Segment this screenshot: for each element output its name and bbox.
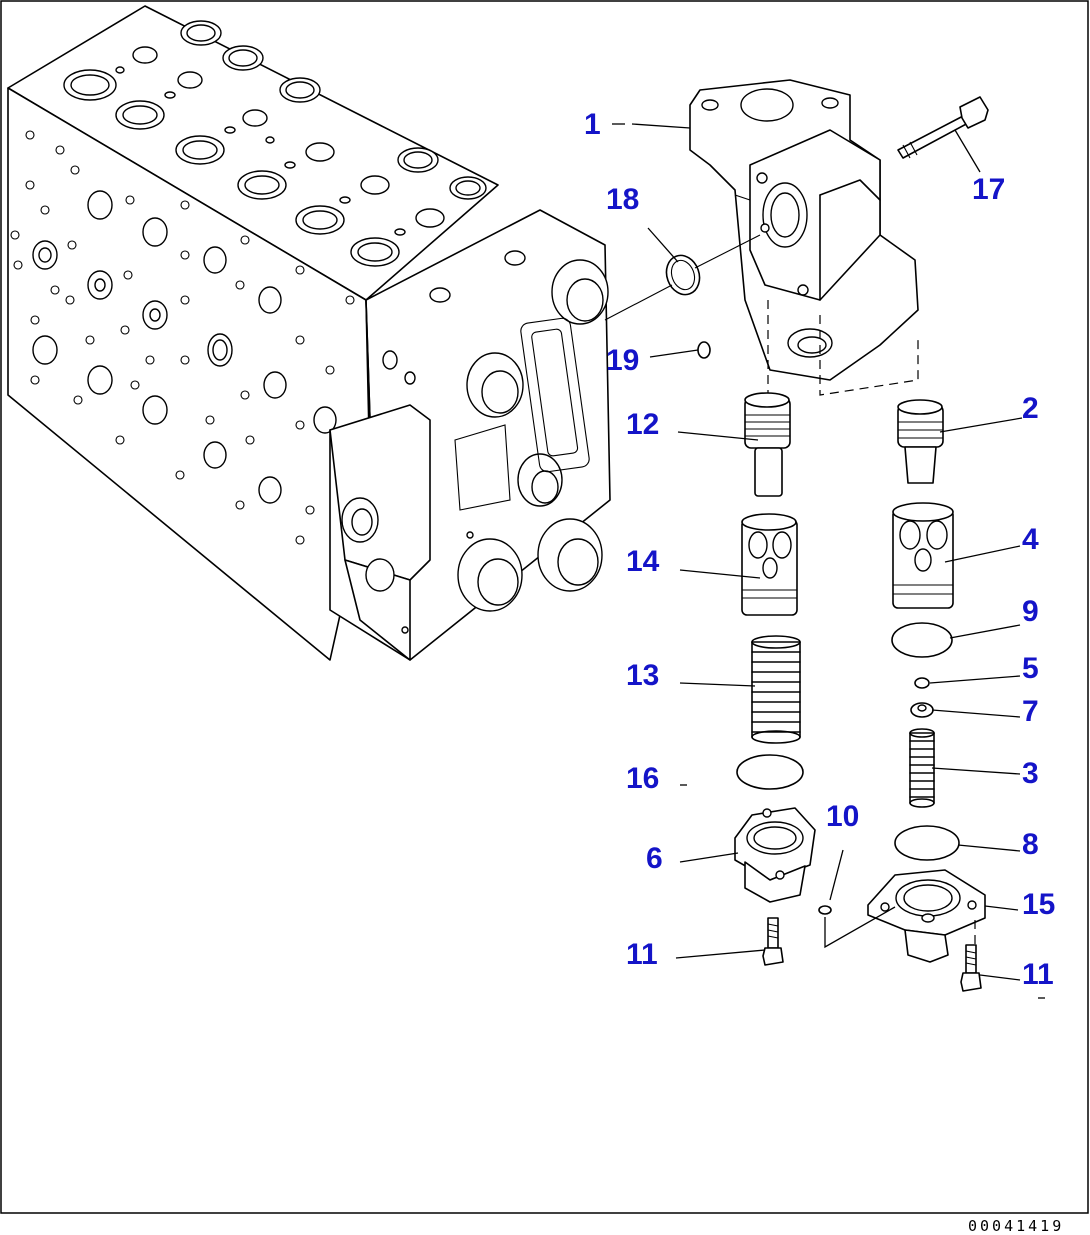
pin-part-10 [818, 905, 832, 915]
label-part-11-right: 11 [1022, 958, 1054, 991]
sleeve-part-4 [892, 502, 954, 609]
o-ring-part-9 [891, 622, 953, 658]
label-part-18: 18 [606, 183, 639, 216]
label-part-13: 13 [626, 659, 659, 692]
leader-lines [612, 123, 1045, 999]
piston-part-2 [897, 399, 944, 484]
o-ring-part-16 [736, 754, 804, 790]
label-part-6: 6 [646, 842, 663, 875]
part-labels: 1 2 3 4 5 6 7 8 9 10 11 11 12 13 14 15 1… [584, 108, 1055, 991]
sleeve-part-14 [741, 513, 798, 616]
ring-part-5 [914, 677, 930, 689]
housing-part-1 [689, 79, 919, 381]
label-part-19: 19 [606, 344, 639, 377]
cover-part-6 [734, 807, 816, 903]
spool-part-12 [744, 392, 791, 497]
label-part-12: 12 [626, 408, 659, 441]
bolt-part-11-right [960, 944, 982, 992]
label-part-5: 5 [1022, 652, 1039, 685]
o-ring-part-8 [894, 825, 960, 861]
label-part-10: 10 [826, 800, 859, 833]
label-part-7: 7 [1022, 695, 1039, 728]
label-part-2: 2 [1022, 392, 1039, 425]
label-part-4: 4 [1022, 523, 1039, 556]
valve-block-body [7, 5, 611, 661]
label-part-11-left: 11 [626, 938, 658, 971]
document-number: 00041419 [968, 1217, 1064, 1235]
seat-part-7 [910, 702, 934, 718]
label-part-3: 3 [1022, 757, 1039, 790]
label-part-16: 16 [626, 762, 659, 795]
spring-part-13 [751, 635, 801, 744]
cover-part-15 [867, 869, 986, 963]
bolt-part-17 [897, 96, 989, 159]
label-part-14: 14 [626, 545, 660, 578]
assembly-centerlines [604, 234, 919, 396]
label-part-15: 15 [1022, 888, 1055, 921]
plug-part-19 [697, 341, 711, 359]
o-ring-part-18 [665, 254, 701, 296]
label-part-9: 9 [1022, 595, 1039, 628]
label-part-8: 8 [1022, 828, 1039, 861]
spring-part-3 [909, 728, 935, 808]
bolt-part-11-left [762, 917, 784, 966]
label-part-17: 17 [972, 173, 1005, 206]
label-part-1: 1 [584, 108, 601, 141]
